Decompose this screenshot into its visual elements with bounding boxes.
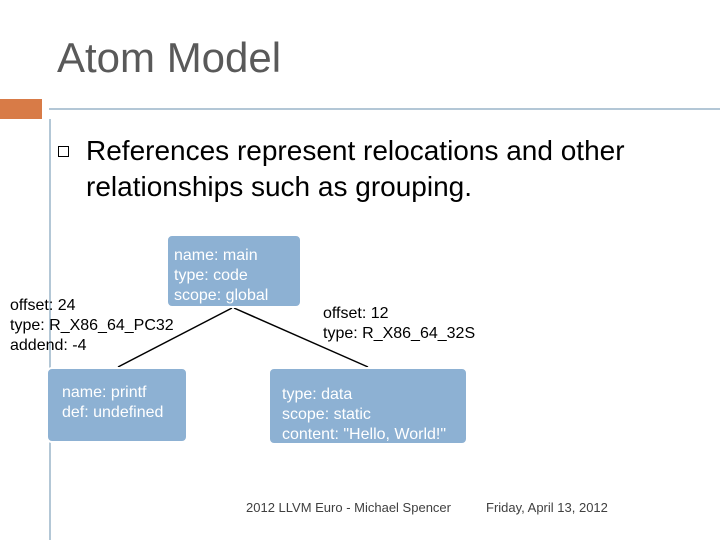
atom-node-data-text: type: data scope: static content: "Hello…: [282, 386, 447, 443]
footer-author: 2012 LLVM Euro - Michael Spencer: [246, 500, 451, 515]
atom-node-printf: name: printf def: undefined: [46, 367, 188, 443]
vertical-rule: [49, 119, 51, 540]
horizontal-rule: [49, 108, 720, 110]
slide-title: Atom Model: [57, 34, 282, 81]
edge-label-main-to-printf: offset: 24 type: R_X86_64_PC32 addend: -…: [10, 297, 174, 354]
square-bullet-icon: [58, 146, 69, 157]
edge-main-to-printf: [117, 307, 233, 368]
bullet-text: References represent relocations and oth…: [86, 135, 625, 202]
atom-node-main: name: main type: code scope: global: [166, 234, 302, 308]
footer-date: Friday, April 13, 2012: [486, 500, 608, 515]
edge-label-main-to-data: offset: 12 type: R_X86_64_32S: [323, 305, 476, 342]
accent-bar: [0, 99, 42, 119]
edge-main-to-data: [233, 307, 369, 368]
atom-node-data: type: data scope: static content: "Hello…: [268, 367, 468, 445]
